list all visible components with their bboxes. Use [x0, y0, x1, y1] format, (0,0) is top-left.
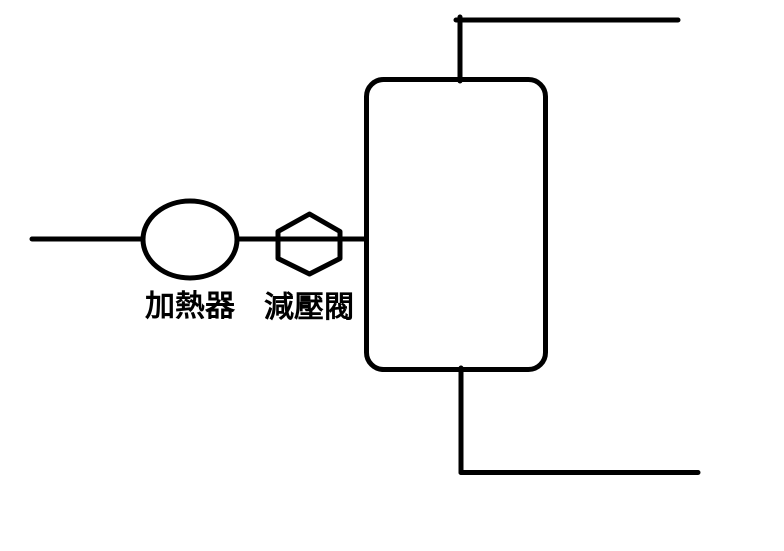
pressure-reducing-valve-label: 減壓閥 [264, 291, 354, 324]
vessel-rect [364, 77, 548, 372]
valve-hexagon-icon [275, 211, 343, 277]
heater-label: 加熱器 [145, 290, 235, 323]
heater-ellipse-icon [140, 198, 240, 281]
